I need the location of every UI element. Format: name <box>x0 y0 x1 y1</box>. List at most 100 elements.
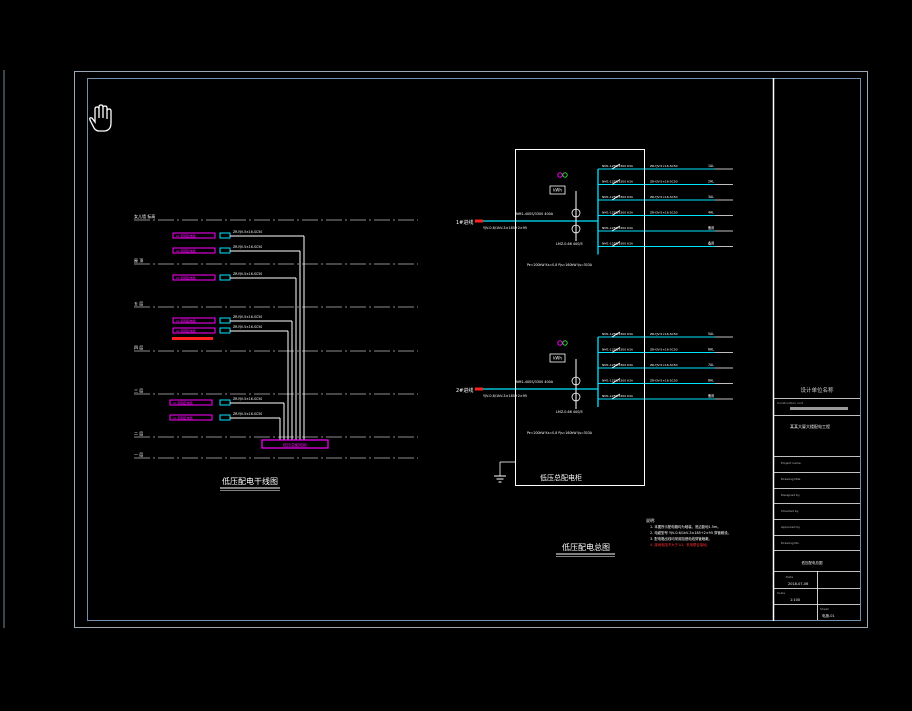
single-line-diagram: 1#进线YJV-0.6/1kV-3×185+2×95NM1-400S/3300 … <box>456 163 733 483</box>
panel-tag: AL 照明配电箱 <box>176 328 196 333</box>
branch-cable: ZR-YJV-5×16-SC50 <box>650 332 678 336</box>
distribution-panel <box>169 399 213 406</box>
distribution-panel <box>172 327 216 334</box>
panel-tag: AL 照明配电箱 <box>176 275 196 280</box>
feeder-cable-label: ZR-YJV-5×16-SC50 <box>233 272 262 276</box>
panel-tag: AL 照明配电箱 <box>173 400 193 405</box>
branch-load: 1AL <box>708 164 714 168</box>
sheet-inner-frame <box>87 78 861 621</box>
tb-row-1: Project name <box>781 461 801 465</box>
floor-label: 一 层 <box>134 451 143 457</box>
branch-switch <box>611 378 621 384</box>
branch-breaker: NM1-125S/3300 63A <box>602 363 634 367</box>
tb-project-bar <box>790 407 848 410</box>
distribution-panel <box>172 274 216 281</box>
panel-tag: AL 照明配电箱 <box>176 248 196 253</box>
main-distribution-box-label: 低压总配电柜 <box>283 442 307 448</box>
indicator-lamp <box>557 172 563 178</box>
distribution-panel <box>172 317 216 324</box>
panel-breaker <box>219 232 231 239</box>
feeder-cable-label: ZR-YJV-5×16-SC50 <box>233 397 262 401</box>
branch-cable: ZR-YJV-5×16-SC50 <box>650 195 678 199</box>
main-breaker: NM1-400S/3300 400A <box>516 212 554 216</box>
tb-date-label: Date <box>786 575 793 579</box>
highlight-bar <box>172 337 213 340</box>
branch-load: 5AL <box>708 332 714 336</box>
branch-breaker: NM1-125S/3300 63A <box>602 211 634 215</box>
branch-cable: ZR-YJV-5×16-SC50 <box>650 211 678 215</box>
incomer-cable: YJV-0.6/1kV-3×185+2×95 <box>483 226 527 230</box>
indicator-lamp <box>557 340 563 346</box>
tb-scale: 1:100 <box>790 598 800 602</box>
distribution-panel <box>169 414 213 421</box>
main-distribution-box <box>261 439 329 449</box>
panel-breaker <box>219 247 231 254</box>
indicator-lamp <box>562 172 568 178</box>
company-name: 设计单位名称 <box>800 386 834 394</box>
tb-row-6: Drawing No. <box>781 541 799 545</box>
energy-meter <box>549 353 566 363</box>
main-cabinet-outline <box>515 149 645 486</box>
feeder-cable-label: ZR-YJV-5×16-SC50 <box>233 315 262 319</box>
tb-row-2: Drawing title <box>781 477 800 481</box>
energy-meter-label: kWh <box>553 356 562 361</box>
branch-switch <box>611 179 621 185</box>
branch-load: 8AL <box>708 379 714 383</box>
branch-switch <box>611 225 621 232</box>
branch-breaker: NM1-125S/3300 63A <box>602 332 634 336</box>
branch-load: 4AL <box>708 211 714 215</box>
feeder-cable-label: ZR-YJV-5×16-SC50 <box>233 412 262 416</box>
energy-meter-label: kWh <box>553 188 562 193</box>
title-block: 设计单位名称 Construction unit 某某大厦大楼配电工程 Proj… <box>774 386 860 620</box>
note-line-4: 4. 接地电阻不大于1Ω，采用联合接地。 <box>650 542 710 547</box>
panel-breaker <box>219 317 231 324</box>
tb-project-label: Construction unit <box>777 401 804 405</box>
notes-title: 说明: <box>646 517 655 523</box>
ct-label: LMZ-0.66 400/5 <box>556 410 583 414</box>
branch-breaker: NM1-125S/3300 63A <box>602 379 634 383</box>
incomer-label: 2#进线 <box>456 387 473 394</box>
branch-breaker: NM1-125S/3300 63A <box>602 394 634 398</box>
tb-scale-label: Scale <box>777 591 785 595</box>
indicator-lamp <box>562 340 568 346</box>
panel-breaker <box>219 274 231 281</box>
ct-symbol <box>571 224 581 234</box>
branch-load: 备用 <box>708 225 714 230</box>
ct-label: LMZ-0.66 400/5 <box>556 242 583 246</box>
branch-switch <box>611 163 621 170</box>
single-line-title: 低压配电总图 <box>562 542 610 552</box>
branch-load: 2AL <box>708 180 714 184</box>
panel-breaker <box>219 327 231 334</box>
branch-cable: ZR-YJV-5×16-SC50 <box>650 164 678 168</box>
branch-switch <box>611 331 621 338</box>
hand-pan-icon[interactable] <box>89 104 112 132</box>
branch-breaker: NM1-125S/3300 63A <box>602 348 634 352</box>
floor-label: 三 层 <box>134 387 143 393</box>
main-breaker: NM1-400S/3300 400A <box>516 380 554 384</box>
load-calculation: Pe=200kW Kx=0.8 Pjs=160kW Ijs=303A <box>527 431 593 435</box>
load-calculation: Pe=200kW Kx=0.8 Pjs=160kW Ijs=303A <box>527 263 593 267</box>
branch-load: 7AL <box>708 363 714 367</box>
branch-cable: ZR-YJV-5×16-SC50 <box>650 379 678 383</box>
floor-label: 二 层 <box>134 430 143 436</box>
branch-switch <box>611 393 621 400</box>
branch-switch <box>611 210 621 216</box>
tb-row-5: Approved by <box>781 525 800 529</box>
panel-tag: AL 照明配电箱 <box>176 318 196 323</box>
branch-breaker: NM1-125S/3300 63A <box>602 226 634 230</box>
design-notes: 说明: 1. 本图所示配电箱均为暗装，底边距地1.5m。 2. 电缆型号 YJV… <box>646 517 731 547</box>
branch-breaker: NM1-125S/3300 63A <box>602 195 634 199</box>
tb-row-4: Checked by <box>781 509 799 513</box>
panel-breaker <box>219 399 231 406</box>
branch-load: 6AL <box>708 348 714 352</box>
feeder-cable-label: ZR-YJV-5×16-SC50 <box>233 230 262 234</box>
branch-switch <box>611 347 621 353</box>
branch-switch <box>611 241 621 247</box>
floor-label: 女儿墙 标高 <box>134 213 155 219</box>
tb-date: 2018-07-06 <box>788 582 808 586</box>
branch-load: 备用 <box>708 241 714 246</box>
panel-tag: AL 照明配电箱 <box>176 233 196 238</box>
tb-sheet: 电施-01 <box>822 613 835 618</box>
